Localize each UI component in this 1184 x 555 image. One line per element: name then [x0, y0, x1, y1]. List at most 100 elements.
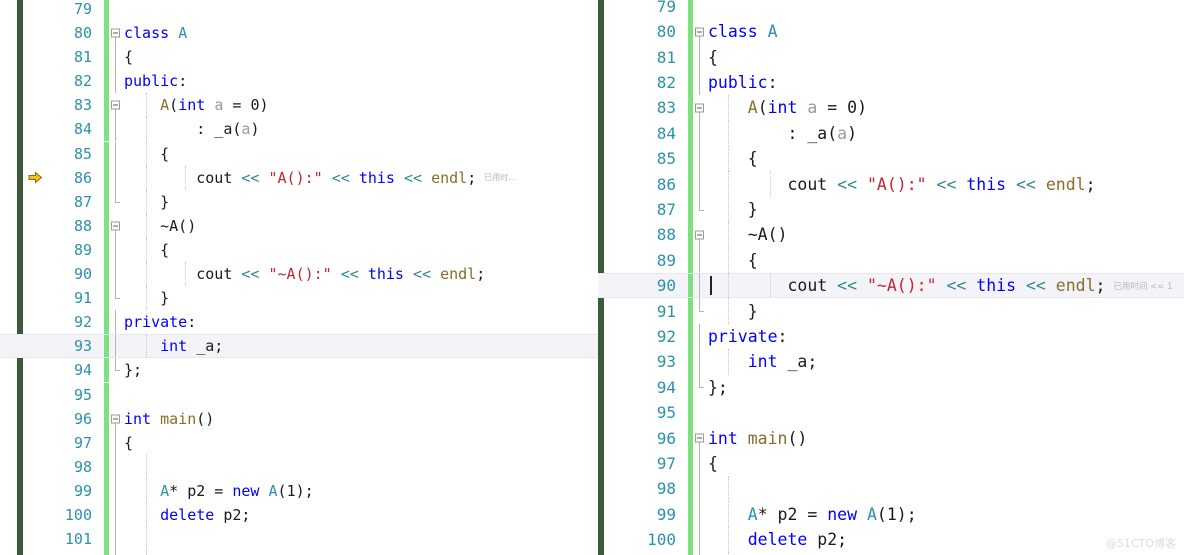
outlining-column[interactable] [109, 165, 124, 190]
code-line[interactable]: 95 [0, 382, 598, 407]
outlining-column[interactable] [109, 21, 124, 46]
outlining-column[interactable] [693, 400, 708, 425]
code-line[interactable]: 84 : _a(a) [598, 120, 1184, 146]
code-text-cell[interactable]: { [124, 237, 598, 262]
code-line[interactable]: 89 { [0, 237, 598, 262]
code-text-cell[interactable]: } [124, 189, 598, 214]
code-text-cell[interactable]: int _a; [708, 349, 1184, 375]
outlining-column[interactable] [693, 298, 708, 323]
code-text-cell[interactable]: A* p2 = new A(1); [124, 478, 598, 503]
collapse-toggle-icon[interactable] [111, 414, 120, 424]
code-text-cell[interactable]: { [708, 247, 1184, 273]
code-line[interactable]: 83 A(int a = 0) [598, 95, 1184, 121]
code-line[interactable]: 83 A(int a = 0) [0, 93, 598, 118]
breakpoint-gutter-left[interactable] [24, 0, 50, 555]
code-text-cell[interactable]: { [124, 45, 598, 69]
code-line[interactable]: 85 { [0, 141, 598, 166]
code-text-cell[interactable]: { [708, 146, 1184, 172]
code-text-cell[interactable]: private: [124, 310, 598, 334]
collapse-toggle-icon[interactable] [695, 230, 704, 240]
code-line[interactable]: 100 delete p2; [0, 503, 598, 528]
code-line[interactable]: 91 } [0, 286, 598, 311]
code-line[interactable]: 99 A* p2 = new A(1); [0, 478, 598, 503]
code-text-cell[interactable]: cout << "~A():" << this << endl; [124, 262, 598, 287]
code-text-cell[interactable] [124, 527, 598, 552]
collapse-toggle-icon[interactable] [695, 433, 704, 443]
code-text-cell[interactable]: ~A() [708, 222, 1184, 248]
code-line[interactable]: 87 } [0, 189, 598, 214]
outlining-column[interactable] [693, 374, 708, 400]
code-line[interactable]: 97{ [598, 450, 1184, 477]
code-text-cell[interactable]: } [708, 196, 1184, 223]
code-text-cell[interactable]: delete p2; [708, 527, 1184, 553]
code-text-cell[interactable]: ~A() [124, 213, 598, 238]
outlining-column[interactable] [693, 120, 708, 146]
code-text-cell[interactable]: { [124, 431, 598, 455]
code-line[interactable]: 98 [598, 476, 1184, 502]
outlining-column[interactable] [693, 247, 708, 273]
outlining-column[interactable] [693, 196, 708, 222]
code-text-cell[interactable]: class A [708, 19, 1184, 44]
outlining-column[interactable] [109, 335, 124, 358]
code-line[interactable]: 101 [598, 552, 1184, 555]
outlining-column[interactable] [693, 171, 708, 197]
outlining-column[interactable] [109, 237, 124, 262]
code-line[interactable]: 95 [598, 400, 1184, 426]
code-text-cell[interactable]: class A [124, 21, 598, 45]
code-text-cell[interactable]: int _a; [124, 335, 598, 358]
outlining-column[interactable] [693, 552, 708, 555]
code-line[interactable]: 86 cout << "A():" << this << endl;已用时... [0, 165, 598, 190]
code-text-cell[interactable] [124, 383, 598, 407]
code-text-cell[interactable]: int main() [124, 407, 598, 431]
outlining-column[interactable] [109, 383, 124, 407]
collapse-toggle-icon[interactable] [111, 28, 120, 38]
code-line[interactable]: 88 ~A() [598, 222, 1184, 248]
code-line[interactable]: 93 int _a; [598, 349, 1184, 375]
code-text-cell[interactable]: cout << "A():" << this << endl;已用时... [124, 165, 598, 190]
code-line[interactable]: 84 : _a(a) [0, 117, 598, 142]
current-statement-arrow-icon[interactable] [28, 171, 43, 184]
outlining-column[interactable] [109, 286, 124, 310]
code-text-cell[interactable]: int main() [708, 425, 1184, 450]
code-text-cell[interactable]: delete p2; [124, 503, 598, 528]
code-line[interactable]: 94}; [0, 358, 598, 383]
code-text-cell[interactable]: }; [124, 358, 598, 382]
collapse-toggle-icon[interactable] [695, 103, 704, 113]
code-line[interactable]: 101 [0, 527, 598, 552]
collapse-toggle-icon[interactable] [695, 27, 704, 37]
outlining-column[interactable] [109, 262, 124, 287]
code-text-cell[interactable] [708, 476, 1184, 502]
code-text-cell[interactable] [124, 454, 598, 479]
outlining-column[interactable] [693, 274, 708, 298]
collapse-toggle-icon[interactable] [111, 100, 120, 110]
code-text-cell[interactable]: A(int a = 0) [708, 95, 1184, 121]
outlining-column[interactable] [693, 323, 708, 350]
code-line[interactable]: 86 cout << "A():" << this << endl; [598, 171, 1184, 197]
code-text-cell[interactable]: cout << "~A():" << this << endl;已用时间 <= … [708, 274, 1184, 298]
outlining-column[interactable] [109, 69, 124, 94]
outlining-column[interactable] [693, 501, 708, 527]
outlining-column[interactable] [693, 222, 708, 248]
code-text-cell[interactable]: private: [708, 324, 1184, 349]
code-line[interactable]: 97{ [0, 430, 598, 455]
outlining-column[interactable] [109, 214, 124, 238]
outlining-column[interactable] [109, 141, 124, 166]
outlining-column[interactable] [109, 503, 124, 528]
code-text-cell[interactable]: cout << "A():" << this << endl; [708, 171, 1184, 197]
code-line[interactable]: 90 cout << "~A():" << this << endl; [0, 262, 598, 287]
code-text-cell[interactable]: } [124, 286, 598, 311]
code-line[interactable]: 91 } [598, 298, 1184, 324]
code-line[interactable]: 89 { [598, 247, 1184, 273]
code-line[interactable]: 99 A* p2 = new A(1); [598, 501, 1184, 527]
outlining-column[interactable] [693, 527, 708, 553]
code-text-cell[interactable]: { [708, 451, 1184, 476]
outlining-column[interactable] [693, 19, 708, 45]
code-text-cell[interactable]: : _a(a) [708, 120, 1184, 146]
